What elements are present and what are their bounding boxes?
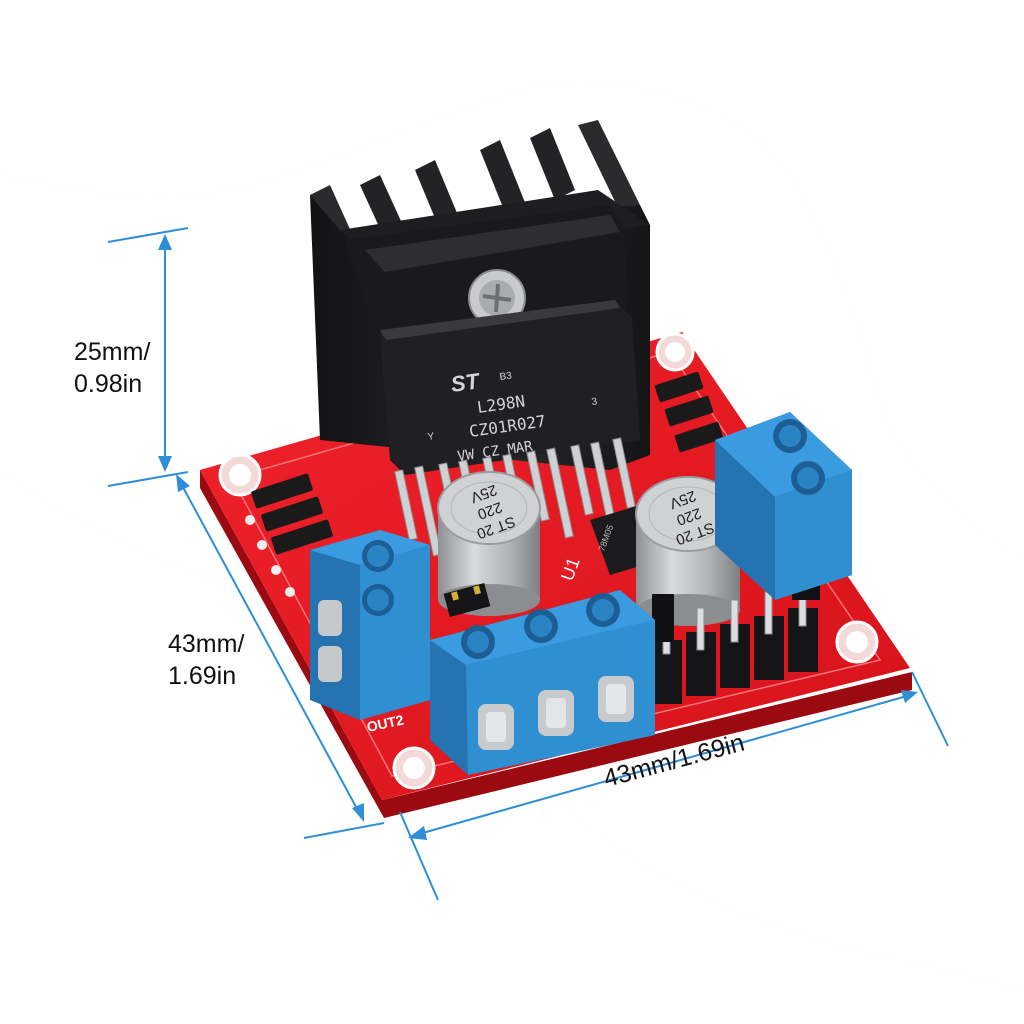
terminal-block-left bbox=[310, 530, 430, 720]
width-extension-right bbox=[911, 671, 949, 747]
height-extension-top bbox=[107, 227, 189, 243]
height-extension-bottom bbox=[107, 471, 189, 487]
chip-badge: B3 bbox=[499, 370, 513, 383]
jumper-center bbox=[443, 582, 491, 618]
width-dimension-line bbox=[411, 693, 915, 837]
mounting-holes bbox=[218, 332, 879, 790]
height-label-line2: 0.98in bbox=[74, 370, 143, 398]
depth-arrow-top bbox=[176, 474, 190, 492]
terminal-block-right bbox=[715, 412, 852, 600]
depth-extension-bottom bbox=[303, 822, 385, 839]
depth-dimension-line bbox=[177, 477, 363, 819]
depth-label-line2: 1.69in bbox=[168, 662, 237, 690]
smd-resistors-left bbox=[245, 473, 333, 597]
chip-pin-mark-3: 3 bbox=[591, 396, 598, 408]
depth-label-line1: 43mm/ bbox=[168, 630, 245, 658]
terminal-block-front bbox=[430, 590, 655, 775]
width-arrow-right bbox=[901, 690, 918, 703]
height-label-line1: 25mm/ bbox=[74, 338, 151, 366]
height-arrow-bottom bbox=[158, 456, 172, 472]
width-extension-left bbox=[399, 811, 439, 901]
depth-label: 43mm/ 1.69in bbox=[168, 628, 244, 692]
dimension-lines bbox=[107, 227, 949, 901]
width-arrow-left bbox=[408, 826, 427, 840]
height-arrow-top bbox=[158, 234, 172, 250]
pcb-edge bbox=[200, 470, 912, 818]
smd-resistors-right bbox=[654, 371, 724, 453]
chip-pin-mark-y: Y bbox=[427, 431, 435, 443]
silkscreen-out2: OUT2 bbox=[365, 711, 405, 734]
height-label: 25mm/ 0.98in bbox=[74, 336, 150, 400]
depth-arrow-bottom bbox=[352, 803, 364, 822]
chip-brand-logo: ST bbox=[449, 368, 482, 397]
